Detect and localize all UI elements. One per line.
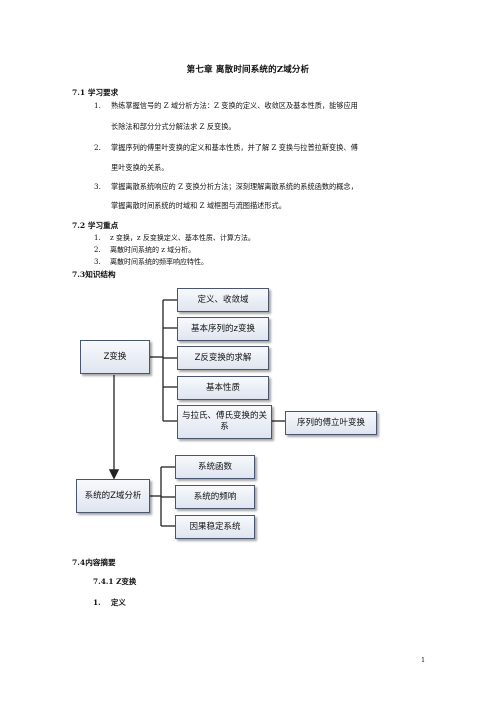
list-item: 2.掌握序列的傅里叶变换的定义和基本性质，并了解 Z 变换与拉普拉斯变换、傅 xyxy=(94,143,358,152)
section-heading-knowledge-structure: 7.3知识结构 xyxy=(72,270,116,279)
diagram-node-z-transform: Z变换 xyxy=(80,340,150,374)
section-heading-key-points: 7.2 学习重点 xyxy=(72,221,119,230)
section-heading-requirements: 7.1 学习要求 xyxy=(72,88,119,97)
diagram-node-definition-roc: 定义、收敛域 xyxy=(177,288,269,312)
section-heading-summary: 7.4内容摘要 xyxy=(72,558,116,567)
list-item-continuation: 掌握离散时间系统的时域和 Z 域框图与流图描述形式。 xyxy=(111,201,286,210)
list-item: 2.离散时间系统的 z 域分析。 xyxy=(94,246,196,254)
diagram-node-basic-properties: 基本性质 xyxy=(177,376,269,400)
diagram-node-frequency-response: 系统的频响 xyxy=(175,485,255,509)
diagram-node-system-function: 系统函数 xyxy=(175,455,255,479)
list-item: 3.离散时间系统的频率响应特性。 xyxy=(94,258,208,266)
list-item-continuation: 里叶变换的关系。 xyxy=(111,163,169,172)
diagram-node-sequence-fourier: 序列的傅立叶变换 xyxy=(285,411,377,435)
sub-item-heading: 1.定义 xyxy=(93,598,126,607)
list-item-continuation: 长除法和部分分式分解法求 Z 反变换。 xyxy=(111,122,236,131)
subsection-heading: 7.4.1 Z变换 xyxy=(93,577,137,586)
chapter-title: 第七章 离散时间系统的Z域分析 xyxy=(186,65,310,75)
page-number: 1 xyxy=(421,656,426,664)
diagram-node-inverse-z: Z反变换的求解 xyxy=(177,346,269,370)
list-item: 1.z 变换，z 反变换定义、基本性质、计算方法。 xyxy=(94,234,255,242)
list-item: 1.熟练掌握信号的 Z 域分析方法：Z 变换的定义、收敛区及基本性质，能够应用 xyxy=(94,101,358,110)
list-item: 3.掌握离散系统响应的 Z 变换分析方法；深刻理解离散系统的系统函数的概念， xyxy=(94,182,358,191)
diagram-node-z-domain-analysis: 系统的Z域分析 xyxy=(76,479,150,513)
diagram-node-causal-stable: 因果稳定系统 xyxy=(175,515,255,539)
diagram-node-relation-laplace-fourier: 与拉氏、傅氏变换的关系 xyxy=(177,405,272,439)
diagram-node-basic-sequences: 基本序列的z变换 xyxy=(177,317,269,341)
